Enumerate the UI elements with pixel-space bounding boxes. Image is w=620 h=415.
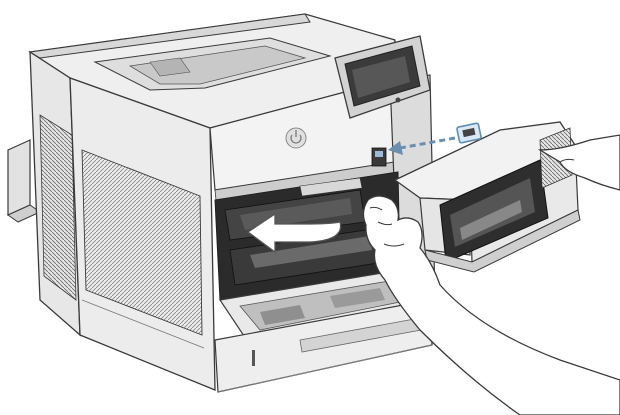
power-icon: [285, 127, 307, 149]
control-panel: [334, 35, 431, 119]
curved-arrow-left: [246, 212, 342, 254]
accessory-module: [393, 121, 581, 273]
connector-icon: [456, 122, 482, 144]
right-hand: [537, 134, 620, 191]
front-door: [218, 269, 442, 346]
left-hand: [362, 195, 620, 415]
dashed-arrow-left: [371, 136, 456, 167]
paper-tray: [214, 299, 433, 393]
rear-tray: [6, 139, 42, 223]
